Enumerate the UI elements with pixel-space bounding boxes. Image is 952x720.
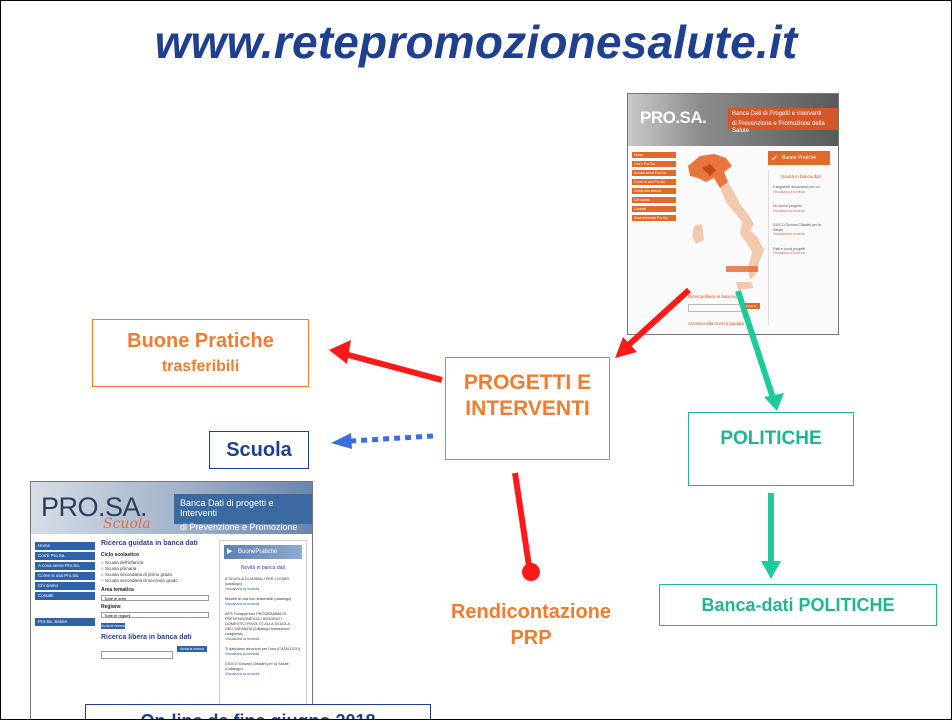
arrowhead-buone-pratiche (329, 340, 351, 364)
scuola-search-button: Avvia la ricerca (101, 623, 125, 629)
scuola-box: Scuola (209, 431, 309, 469)
scuola-nav-item: Come si usa Pro.Sa. (35, 572, 95, 580)
scuola-news-item: Ti daliziansi istruzioni per l'uso (CATA… (225, 647, 301, 656)
scuola-nav-item: Contatti (35, 592, 95, 600)
site-title: www.retepromozionesalute.it (154, 16, 798, 68)
scuola-ciclo-label: Ciclo scolastico (101, 552, 140, 558)
scuola-free-input (101, 651, 173, 659)
prosa-nav-item: A cosa serve Pro.Sa. (632, 170, 676, 176)
prosa-nav-item: Home (632, 152, 676, 158)
scuola-news-panel: BuonePratiche Novità in banca dati A SCU… (219, 540, 307, 719)
arrowhead-banca-dati (761, 561, 781, 579)
progetti-line2: INTERVENTI (465, 397, 590, 420)
prosa-nav-item: Guida alla ricerca (632, 188, 676, 194)
scuola-header-line1: Banca Dati di progetti e Interventi (180, 498, 274, 518)
scuola-ciclo-option: Scuola secondaria di secondo grado (101, 578, 213, 584)
scuola-regione-select: Tutte le regioni (101, 612, 209, 618)
scuola-guided-search: Ricerca guidata in banca dati Ciclo scol… (101, 540, 213, 664)
arrowhead-progetti (615, 337, 637, 358)
prosa-nav-item: Area riservata Pro.Sa. (632, 215, 676, 221)
banca-dati-politiche-label: Banca-dati POLITICHE (701, 595, 895, 615)
rendicontazione-line1: Rendicontazione (450, 601, 611, 623)
politiche-label: POLITICHE (720, 428, 822, 449)
prosa-header-line2: di Prevenzione e Promozione della Salute (732, 121, 825, 134)
online-banner-text: On-line da fine giugno 2018 (140, 711, 375, 719)
arrow-to-rendicontazione (512, 472, 532, 567)
scuola-nav-item: Cos'è Pro.Sa. (35, 552, 95, 560)
scuola-label: Scuola (226, 439, 292, 461)
scuola-ciclo-option: Scuola dell'infanzia (101, 560, 213, 566)
prosa-logo: PRO.SA. (640, 108, 707, 127)
politiche-box: POLITICHE (688, 412, 854, 486)
scuola-area-select: Tutte le aree (101, 595, 209, 601)
progetti-interventi-box: PROGETTI E INTERVENTI (445, 357, 610, 460)
scuola-ciclo-option: Scuola secondaria di primo grado (101, 572, 213, 578)
rendicontazione-line2: PRP (510, 627, 552, 649)
scuola-nav-item: A cosa serve Pro.Sa. (35, 562, 95, 570)
scuola-regione-label: Regione (101, 604, 121, 610)
scuola-news-item: A SCUOLA DI ANIMALI PER L'UOMO (catalogo… (225, 577, 290, 591)
prosa-header: PRO.SA. Banca Dati di Progetti e Interve… (628, 94, 838, 146)
arrow-screenshot-to-progetti (620, 287, 692, 353)
prosa-news-title: Novità in banca dati (781, 174, 821, 179)
arrow-to-politiche (735, 290, 777, 402)
buone-pratiche-title: Buone Pratiche (127, 330, 274, 352)
scuola-nav-item: Pro.Sa. Salute (35, 618, 95, 626)
arrowhead-politiche (764, 393, 784, 411)
progetti-line1: PROGETTI E (463, 371, 592, 394)
prosa-nav-item: Chi siamo (632, 197, 676, 203)
buone-pratiche-box: Buone Pratiche trasferibili (92, 319, 309, 387)
prosa-scuola-screenshot: PRO.SA. Scuola Banca Dati di progetti e … (30, 481, 313, 719)
prosa-guided-link: Accesso alla ricerca guidata (688, 321, 745, 326)
buone-pratiche-subtitle: trasferibili (161, 358, 240, 375)
prosa-nav: Home Cos'è Pro.Sa. A cosa serve Pro.Sa. … (632, 152, 676, 224)
scuola-area-label: Area tematica (101, 587, 134, 593)
scuola-header-band: Banca Dati di progetti e Interventi di P… (174, 494, 312, 542)
scuola-header-line2: di Prevenzione e Promozione della Salute (180, 522, 298, 542)
prosa-buone-pratiche-button: Buone Pratiche (768, 151, 830, 165)
scuola-news-item: Modelli di vita non sostenibili (catalog… (225, 597, 292, 606)
scuola-header: PRO.SA. Scuola Banca Dati di progetti e … (31, 482, 312, 542)
banca-dati-politiche-box: Banca-dati POLITICHE (659, 584, 937, 626)
scuola-guided-title: Ricerca guidata in banca dati (101, 540, 198, 547)
scuola-free-title: Ricerca libera in banca dati (101, 634, 192, 641)
scuola-free-button: Avvia la ricerca (177, 646, 207, 652)
arrowhead-scuola (331, 433, 352, 449)
online-banner: On-line da fine giugno 2018 (85, 704, 431, 719)
rendicontazione-prp-label: Rendicontazione PRP (431, 599, 631, 651)
scuola-nav-item: Chi siamo (35, 582, 95, 590)
prosa-search-button: Avvia la ricerca (742, 303, 760, 314)
prosa-search-label: Ricerca libera in banca dati (688, 294, 743, 299)
prosa-nav-item: Contatti (632, 206, 676, 212)
scuola-buone-pratiche-button: BuonePratiche (224, 545, 302, 559)
scuola-nav: Home Cos'è Pro.Sa. A cosa serve Pro.Sa. … (35, 542, 95, 628)
italy-map-image (688, 154, 764, 290)
scuola-news-item: GIOCO Giovani Cittadini per la Salute (C… (225, 662, 289, 676)
scuola-news-item: APS Fuliapernizio PROGRAMMA DI PREVENZIO… (225, 612, 290, 641)
prosa-header-line1: Banca Dati di Progetti e Interventi (732, 111, 822, 117)
arrow-to-scuola (350, 433, 434, 444)
scuola-logo: PRO.SA. (41, 492, 148, 522)
scuola-logo-subtitle: Scuola (103, 516, 151, 532)
prosa-nav-item: Come si usa Pro.Sa. (632, 179, 676, 185)
prosa-website-screenshot: PRO.SA. Banca Dati di Progetti e Interve… (627, 93, 839, 335)
scuola-nav-item: Home (35, 542, 95, 550)
scuola-ciclo-option: Scuola primaria (101, 566, 213, 572)
prosa-header-band: Banca Dati di Progetti e Interventi di P… (728, 108, 838, 134)
endpoint-rendicontazione (522, 563, 540, 581)
arrow-to-buone-pratiche (340, 350, 443, 383)
prosa-news-panel: Novità in banca dati Il seguente documen… (768, 170, 833, 325)
scuola-news-title: Novità in banca dati (241, 565, 285, 571)
prosa-nav-item: Cos'è Pro.Sa. (632, 161, 676, 167)
